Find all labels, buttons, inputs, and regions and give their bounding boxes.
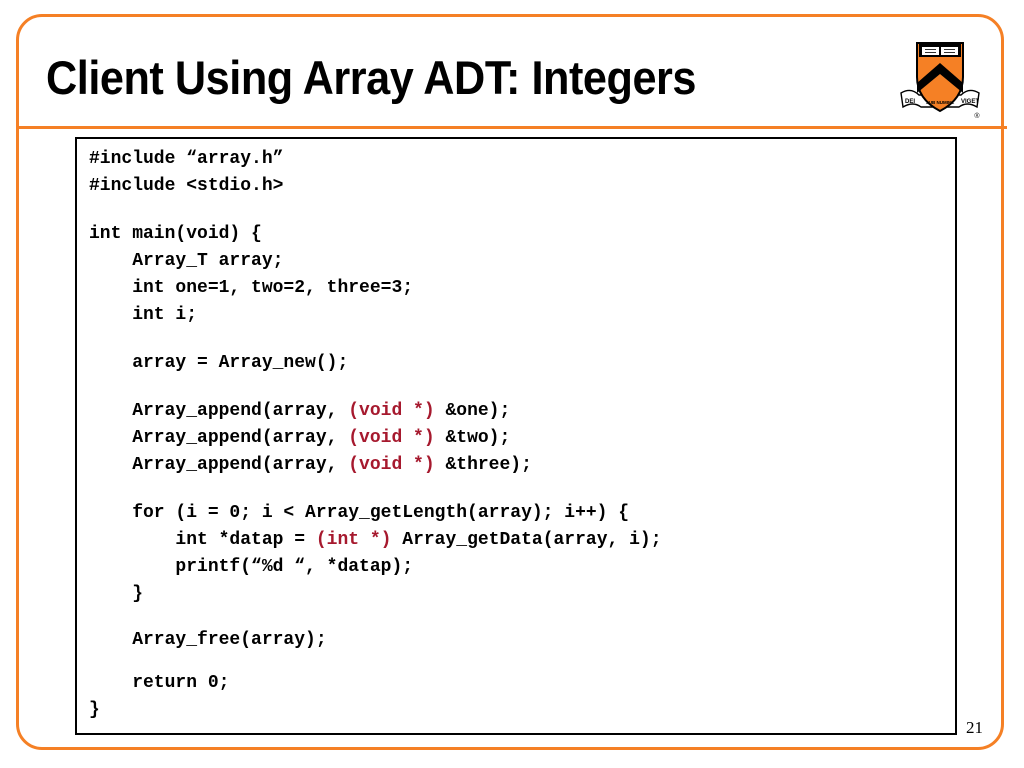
code-text: int *datap = [89,530,316,550]
code-line: } [89,584,144,604]
code-line: int one=1, two=2, three=3; [89,278,414,298]
motto-right: VIGET [961,99,979,105]
code-line: #include <stdio.h> [89,176,284,196]
cast-keyword: (void *) [348,401,435,421]
code-line: printf(“%d “, *datap); [89,557,414,577]
code-line: Array_append(array, (void *) &two); [89,425,662,452]
code-text: &one); [434,401,511,421]
code-line: Array_append(array, (void *) &three); [89,452,662,479]
code-text: Array_append(array, [89,455,349,475]
shield-chevron [917,63,963,93]
code-line: for (i = 0; i < Array_getLength(array); … [89,503,630,523]
code-line: } [89,700,100,720]
princeton-shield-icon: DEI SUB NUMINE VIGET ® [900,42,980,120]
code-text: &two); [434,428,511,448]
motto-left: DEI [905,99,915,105]
code-text: Array_append(array, [89,401,349,421]
cast-keyword: (int *) [315,530,392,550]
slide-frame [16,14,1004,750]
code-line: Array_free(array); [89,630,327,650]
registered-mark: ® [974,112,980,120]
code-line: Array_T array; [89,251,284,271]
code-line: Array_append(array, (void *) &one); [89,398,662,425]
code-line: return 0; [89,673,230,693]
title-divider [16,126,1007,129]
code-text: &three); [434,455,532,475]
motto-middle: SUB NUMINE [926,100,955,105]
code-listing: #include “array.h” #include <stdio.h> in… [89,146,662,724]
slide-title: Client Using Array ADT: Integers [46,51,697,104]
cast-keyword: (void *) [348,455,435,475]
code-text: Array_append(array, [89,428,349,448]
code-line: #include “array.h” [89,149,284,169]
shield-book [922,47,958,55]
code-line: int *datap = (int *) Array_getData(array… [89,527,662,554]
code-line: array = Array_new(); [89,353,349,373]
cast-keyword: (void *) [348,428,435,448]
code-line: int main(void) { [89,224,262,244]
code-line: int i; [89,305,198,325]
code-text: Array_getData(array, i); [391,530,662,550]
code-listing-box: #include “array.h” #include <stdio.h> in… [75,137,957,735]
page-number: 21 [966,718,983,737]
